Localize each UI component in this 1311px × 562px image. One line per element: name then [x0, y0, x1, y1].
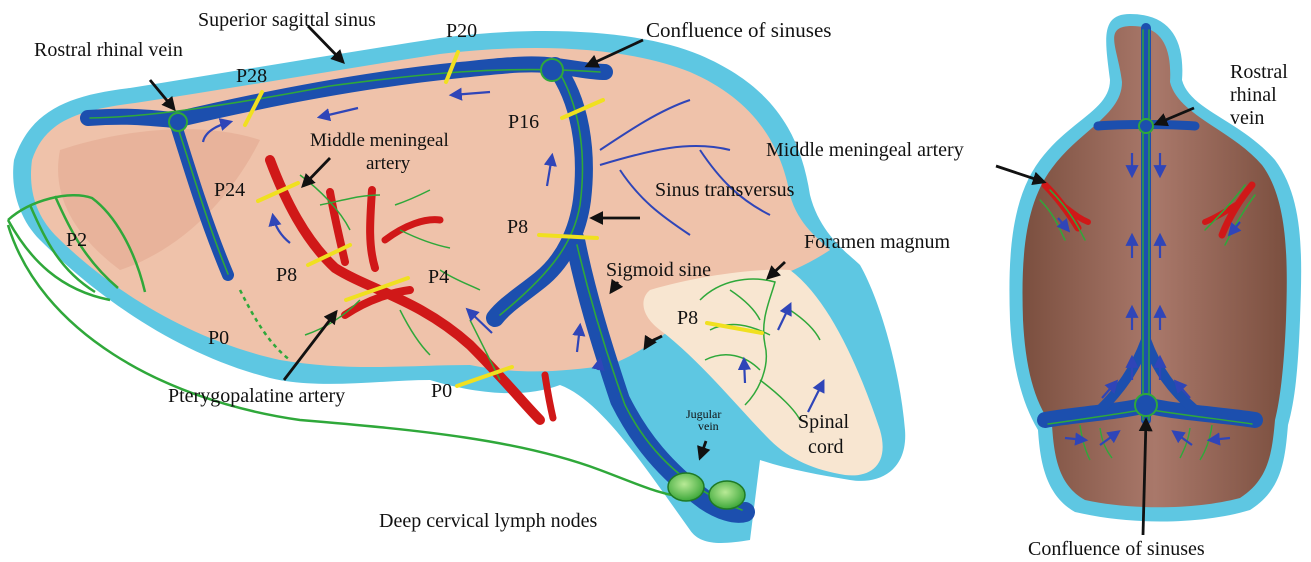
age-p16: P16 [508, 111, 539, 133]
age-p8-meningeal: P8 [276, 264, 297, 286]
lateral-view: Superior sagittal sinus Confluence of si… [8, 9, 951, 543]
dorsal-rostral-line3: vein [1230, 107, 1264, 129]
confluence-of-sinuses-label: Confluence of sinuses [646, 18, 831, 42]
dorsal-middle-meningeal-label: Middle meningeal artery [766, 139, 964, 161]
spinal-cord-label-line2: cord [808, 436, 844, 458]
middle-meningeal-label-line2: artery [366, 153, 411, 174]
age-p24: P24 [214, 179, 245, 201]
age-p8-foramen: P8 [677, 307, 698, 329]
jugular-vein-label-line2: vein [698, 419, 719, 433]
middle-meningeal-label-line1: Middle meningeal [310, 130, 449, 151]
sinus-transversus-label: Sinus transversus [655, 179, 795, 201]
age-p28: P28 [236, 65, 267, 87]
age-p20: P20 [446, 20, 477, 42]
foramen-magnum-label: Foramen magnum [804, 231, 951, 253]
pterygopalatine-artery-label: Pterygopalatine artery [168, 385, 345, 407]
superior-sagittal-sinus-label: Superior sagittal sinus [198, 9, 376, 31]
age-p2: P2 [66, 229, 87, 251]
age-p0-pterygopalatine: P0 [431, 380, 452, 402]
age-p0-nasal: P0 [208, 327, 229, 349]
age-p4: P4 [428, 266, 449, 288]
dorsal-rostral-line1: Rostral [1230, 61, 1288, 83]
deep-cervical-lymph-nodes-label: Deep cervical lymph nodes [379, 510, 597, 532]
dorsal-confluence-label: Confluence of sinuses [1028, 538, 1205, 560]
rostral-rhinal-vein-label: Rostral rhinal vein [34, 39, 183, 61]
sigmoid-sine-label: Sigmoid sine [606, 259, 711, 281]
spinal-cord-label-line1: Spinal [798, 411, 850, 433]
dorsal-rostral-line2: rhinal [1230, 84, 1277, 106]
age-p8-transverse: P8 [507, 216, 528, 238]
